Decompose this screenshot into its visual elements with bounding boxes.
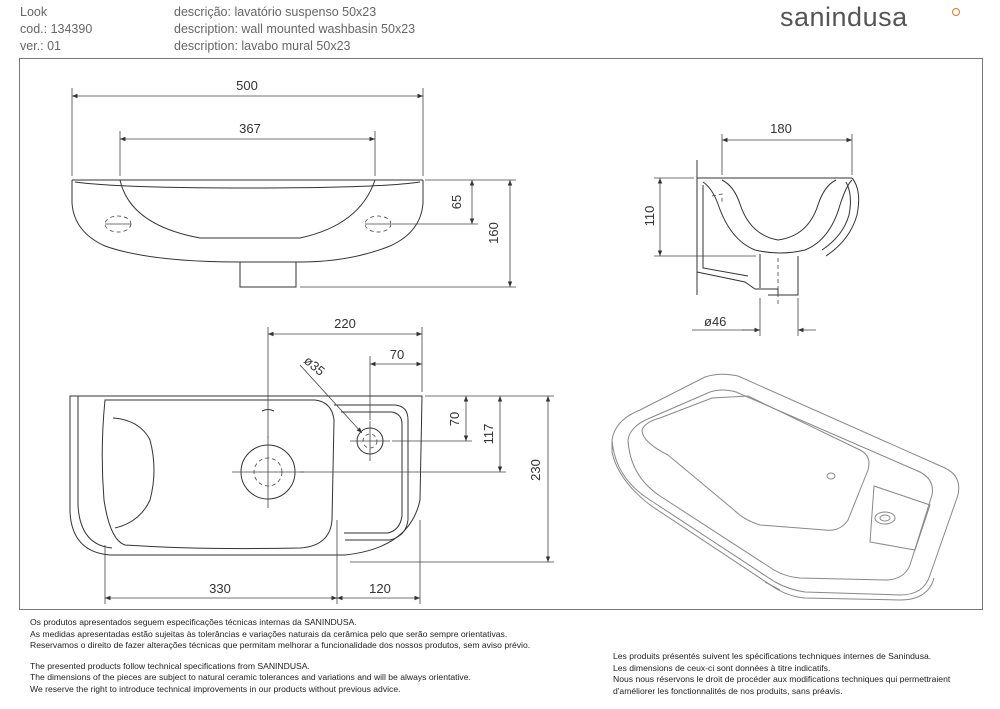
dim-waste-diameter: ø46 — [704, 314, 726, 329]
brand-logo-mark — [952, 8, 960, 16]
brand-name: sanindusa — [780, 2, 908, 32]
dim-fixing-height: 65 — [449, 195, 464, 209]
dim-tap-hole-diameter: ø35 — [301, 353, 328, 379]
dim-depth-side: 180 — [770, 121, 792, 136]
drawing-frame — [19, 58, 983, 610]
product-name: Look — [20, 5, 48, 19]
front-view: 500 367 65 160 — [71, 78, 516, 288]
dim-deck-width: 120 — [369, 581, 391, 596]
dim-tap-hole-y: 70 — [447, 412, 462, 426]
notes-left: Os produtos apresentados seguem especifi… — [30, 617, 530, 695]
notes-right: Les produits présentés suivent les spéci… — [613, 651, 950, 697]
note-fr-3: Nous nous réservons le droit de procéder… — [613, 674, 951, 684]
note-en-3: We reserve the right to introduce techni… — [30, 683, 401, 694]
note-pt-3: Reservamos o direito de fazer alterações… — [30, 640, 531, 650]
top-view: 220 ø35 70 70 117 230 330 120 — [69, 316, 554, 604]
product-code: cod.: 134390 — [20, 22, 93, 36]
note-fr-2: Les dimensions de ceux-ci sont données à… — [613, 662, 831, 673]
dim-bowl-depth: 117 — [481, 424, 496, 445]
note-en-2: The dimensions of the pieces are subject… — [30, 672, 471, 682]
note-pt-1: Os produtos apresentados seguem especifi… — [30, 617, 357, 627]
description-en: description: wall mounted washbasin 50x2… — [174, 22, 416, 36]
dim-bowl-width: 330 — [209, 581, 231, 596]
note-fr-1: Les produits présentés suivent les spéci… — [613, 651, 932, 661]
dim-height-total: 160 — [486, 222, 501, 244]
dim-tap-spacing: 367 — [239, 121, 261, 136]
product-version: ver.: 01 — [20, 39, 61, 53]
product-descriptions: descrição: lavatório suspenso 50x23 desc… — [174, 4, 415, 55]
perspective-view — [611, 373, 960, 601]
description-pt: descrição: lavatório suspenso 50x23 — [174, 5, 377, 19]
side-view: 180 110 ø46 — [642, 121, 860, 336]
dim-width-total: 500 — [236, 78, 258, 93]
dim-overflow-offset: 220 — [334, 316, 356, 331]
description-fr: description: lavabo mural 50x23 — [174, 39, 351, 53]
note-en-1: The presented products follow technical … — [30, 660, 310, 671]
dim-tap-hole-x: 70 — [390, 347, 404, 362]
note-pt-2: As medidas apresentadas estão sujeitas à… — [30, 628, 508, 639]
dim-side-height: 110 — [642, 206, 657, 227]
dim-depth-total: 230 — [528, 459, 543, 481]
product-info: Look cod.: 134390 ver.: 01 — [20, 4, 92, 55]
brand-logo: sanindusa — [780, 2, 960, 33]
note-fr-4: d'améliorer les fonctionnalités de nos p… — [613, 685, 843, 696]
